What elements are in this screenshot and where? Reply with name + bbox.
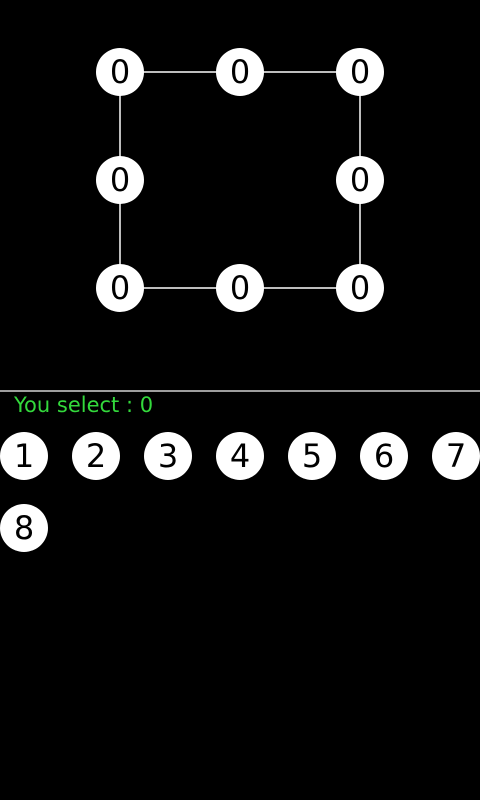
number-choice-1[interactable]: 1 [0,432,48,480]
board-node-top-left[interactable]: 0 [96,48,144,96]
number-choice-2[interactable]: 2 [72,432,120,480]
board-node-middle-left[interactable]: 0 [96,156,144,204]
number-choice-4[interactable]: 4 [216,432,264,480]
number-choice-6[interactable]: 6 [360,432,408,480]
board-node-bottom-right[interactable]: 0 [336,264,384,312]
puzzle-board: 0 0 0 0 0 0 0 0 [0,0,480,340]
selection-status: You select : 0 [14,393,154,417]
board-node-top-right[interactable]: 0 [336,48,384,96]
board-node-bottom-left[interactable]: 0 [96,264,144,312]
number-choice-3[interactable]: 3 [144,432,192,480]
number-choice-8[interactable]: 8 [0,504,48,552]
board-node-bottom-middle[interactable]: 0 [216,264,264,312]
number-choice-7[interactable]: 7 [432,432,480,480]
number-choice-5[interactable]: 5 [288,432,336,480]
board-node-top-middle[interactable]: 0 [216,48,264,96]
section-divider [0,390,480,392]
board-node-middle-right[interactable]: 0 [336,156,384,204]
